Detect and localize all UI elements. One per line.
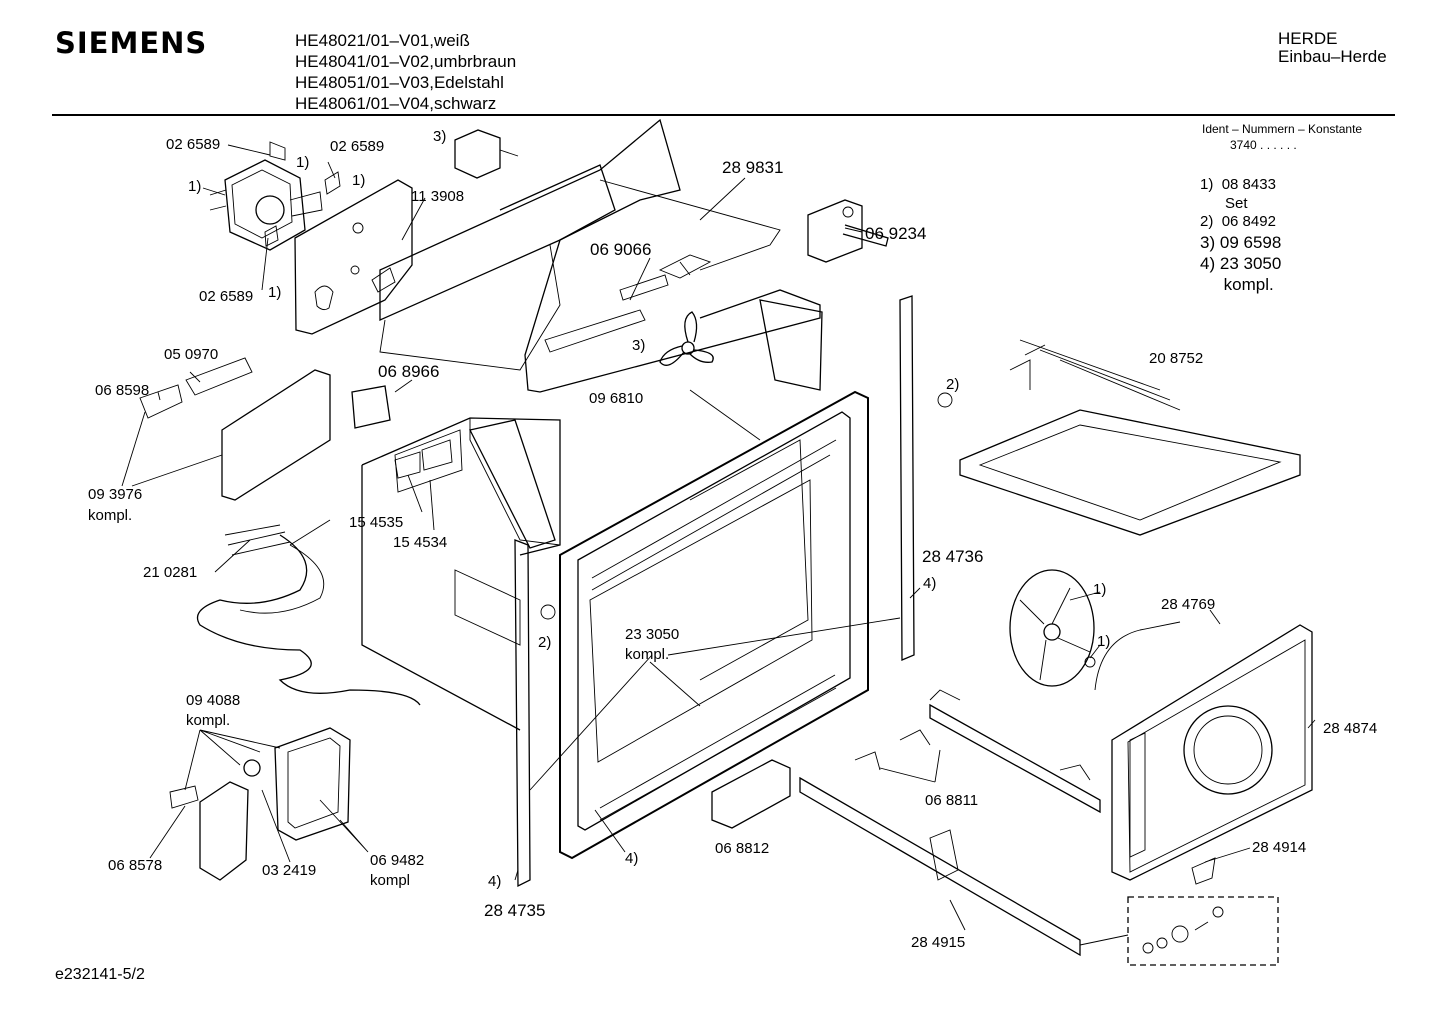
part-label: 28 4914 xyxy=(1252,839,1307,856)
rear-fan-drawing xyxy=(1009,569,1095,687)
part-label: kompl. xyxy=(625,646,670,663)
footnote-marker: 2) xyxy=(946,376,960,393)
part-label: 28 4735 xyxy=(484,901,546,920)
part-label: 06 8598 xyxy=(95,382,150,399)
legend-row: Set xyxy=(1225,194,1248,212)
lower-heater-drawing xyxy=(196,519,421,706)
footnote-marker: 2) xyxy=(538,634,552,651)
footnote-marker: 1) xyxy=(1097,633,1111,650)
subcategory: Einbau–Herde xyxy=(1278,47,1387,66)
part-label: 28 9831 xyxy=(722,158,784,177)
footnote-legend: 1) 08 8433 Set 2) 06 8492 3) 09 6598 4) … xyxy=(1200,176,1281,295)
small-parts-drawing xyxy=(264,141,1096,668)
part-label: 21 0281 xyxy=(143,564,198,581)
part-label: 28 4736 xyxy=(922,547,984,566)
rear-panel-drawing xyxy=(1094,621,1313,881)
part-label: 06 9482 xyxy=(370,852,425,869)
part-label: 03 2419 xyxy=(262,862,317,879)
part-label: 28 4874 xyxy=(1323,720,1378,737)
door-frame-drawing xyxy=(559,390,869,860)
legend-row: 2) 06 8492 xyxy=(1200,213,1276,230)
ident-number: 3740 . . . . . . xyxy=(1230,138,1297,152)
part-label: 02 6589 xyxy=(166,136,221,153)
part-label: 06 8966 xyxy=(378,362,440,381)
footnote-marker: 4) xyxy=(488,873,502,890)
legend-row: kompl. xyxy=(1223,274,1274,294)
category-block: HERDE Einbau–Herde xyxy=(1278,30,1387,66)
brand-logo: SIEMENS xyxy=(55,26,208,60)
fan-blade-drawing xyxy=(659,311,714,366)
legend-row: 1) 08 8433 xyxy=(1200,176,1276,193)
legend-row: 3) 09 6598 xyxy=(1200,232,1282,252)
category: HERDE xyxy=(1278,29,1338,48)
footnote-marker: 1) xyxy=(268,284,282,301)
control-plate-drawing xyxy=(139,357,391,501)
footnote-marker: 1) xyxy=(296,154,310,171)
fan-motor-drawing xyxy=(209,159,323,251)
footnote-marker: 3) xyxy=(632,337,646,354)
part-label: 20 8752 xyxy=(1149,350,1204,367)
thermostat-drawing xyxy=(807,199,889,263)
footnote-marker: 1) xyxy=(352,172,366,189)
footnote-marker: 1) xyxy=(1093,581,1107,598)
part-label: 06 9066 xyxy=(590,240,652,259)
part-label: 09 4088 xyxy=(186,692,241,709)
part-label: 15 4534 xyxy=(393,534,448,551)
part-label: kompl. xyxy=(186,712,231,729)
legend-row: 4) 23 3050 xyxy=(1200,253,1282,273)
part-label: 09 3976 xyxy=(88,486,143,503)
footnote-marker: 4) xyxy=(625,850,639,867)
bracket-plate-drawing xyxy=(294,179,413,335)
part-label: 11 3908 xyxy=(411,188,465,205)
hardware-box-drawing xyxy=(1127,857,1279,966)
model-line: HE48021/01–V01,weiß xyxy=(295,31,470,50)
top-grill-drawing xyxy=(959,339,1301,536)
part-label: 06 8578 xyxy=(108,857,163,874)
part-label: 28 4769 xyxy=(1161,596,1216,613)
part-label: 15 4535 xyxy=(349,514,404,531)
side-strip-drawing xyxy=(469,295,915,888)
shelf-rail-drawing xyxy=(799,689,1101,957)
upper-duct-drawing xyxy=(379,118,823,441)
part-label: 02 6589 xyxy=(199,288,254,305)
part-label: 23 3050 xyxy=(625,626,680,643)
part-label: 28 4915 xyxy=(911,934,966,951)
relay-drawing xyxy=(454,129,519,179)
document-id: e232141-5/2 xyxy=(55,966,145,983)
footnote-marker: 1) xyxy=(188,178,202,195)
leader-lines xyxy=(121,144,1316,946)
header-divider xyxy=(52,114,1395,116)
model-line: HE48061/01–V04,schwarz xyxy=(295,94,497,113)
part-label: 02 6589 xyxy=(330,138,385,155)
lamp-drawing xyxy=(169,727,351,881)
ident-title: Ident – Nummern – Konstante xyxy=(1202,122,1363,136)
bracket-box-drawing xyxy=(711,759,791,829)
model-line: HE48041/01–V02,umbrbraun xyxy=(295,52,517,71)
part-label: 06 8812 xyxy=(715,840,770,857)
part-label: 05 0970 xyxy=(164,346,219,363)
oven-cavity-drawing xyxy=(361,417,561,731)
part-label: kompl xyxy=(370,872,411,889)
model-list: HE48021/01–V01,weiß HE48041/01–V02,umbrb… xyxy=(295,30,516,114)
part-label: 06 9234 xyxy=(865,224,927,243)
footnote-marker: 4) xyxy=(923,575,937,592)
footnote-marker: 3) xyxy=(433,128,447,145)
part-label: kompl. xyxy=(88,507,133,524)
part-label: 06 8811 xyxy=(925,792,979,809)
part-label: 09 6810 xyxy=(589,390,644,407)
model-line: HE48051/01–V03,Edelstahl xyxy=(295,73,504,92)
